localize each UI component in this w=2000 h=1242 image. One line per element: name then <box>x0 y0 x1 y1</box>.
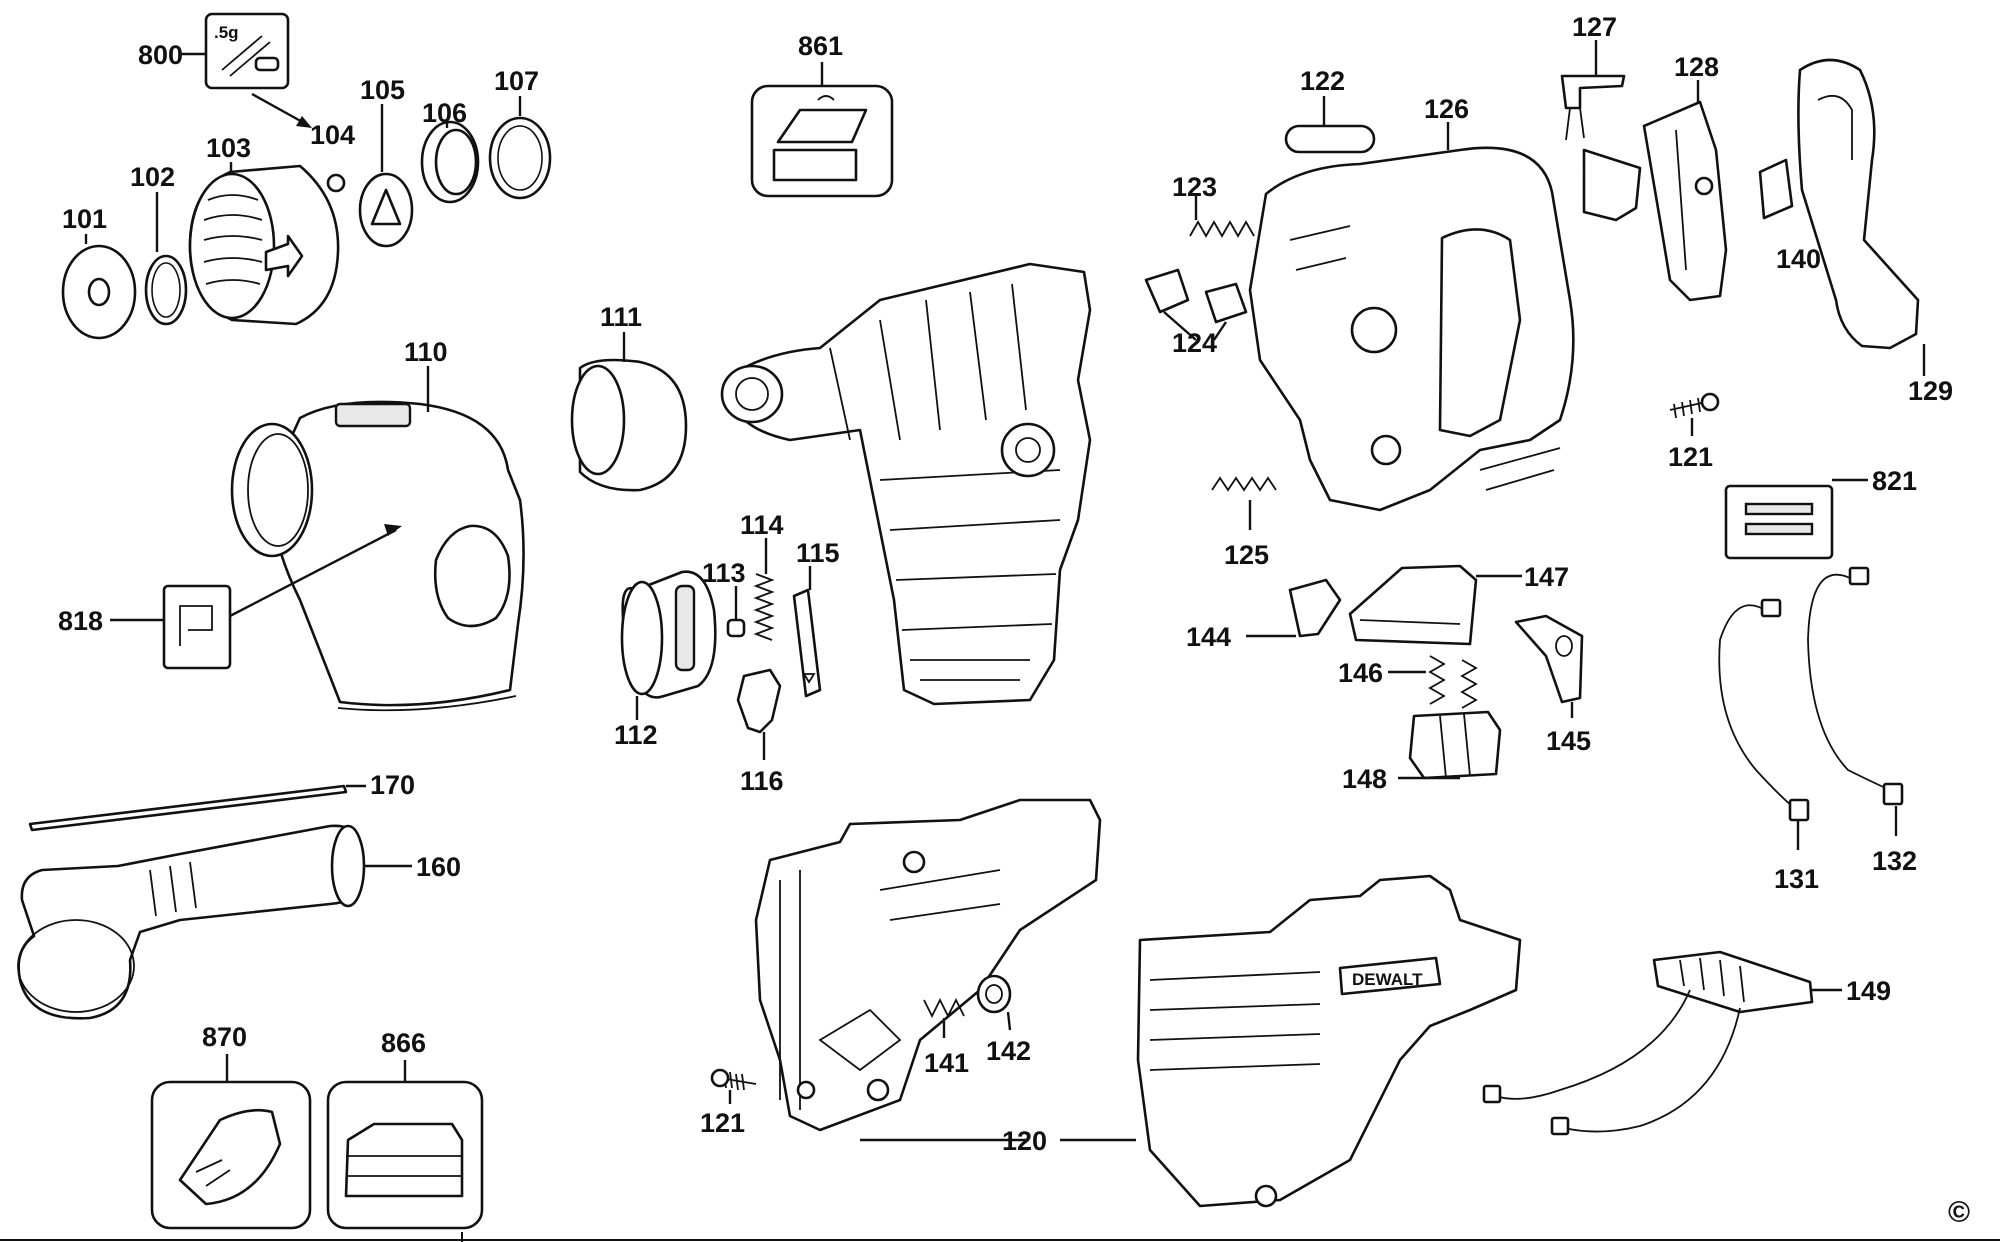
label-124: 124 <box>1172 328 1217 358</box>
part-132-lead-wire: 132 <box>1807 566 1917 876</box>
label-147: 147 <box>1524 562 1569 592</box>
part-131-lead-wire: 131 <box>1718 598 1819 894</box>
label-103: 103 <box>206 133 251 163</box>
part-141-spring: 141 <box>923 997 969 1078</box>
part-170-depth-rod: 170 <box>28 770 415 832</box>
label-110: 110 <box>404 337 448 367</box>
part-148-brushes: 148 <box>1342 710 1502 794</box>
label-140: 140 <box>1776 244 1821 274</box>
label-800: 800 <box>138 40 183 70</box>
part-121-screw-top: 121 <box>1668 392 1720 472</box>
label-113: 113 <box>702 558 746 588</box>
part-821-rating-label: 821 <box>1724 466 1917 560</box>
label-107: 107 <box>494 66 539 96</box>
part-110-front-housing: 110 <box>230 337 525 712</box>
part-126-rear-housing: 126 <box>1248 94 1575 512</box>
label-125: 125 <box>1224 540 1269 570</box>
label-111: 111 <box>600 302 642 332</box>
label-112: 112 <box>614 720 658 750</box>
part-113-pin: 113 <box>702 558 746 638</box>
part-127-bracket: 127 <box>1560 12 1626 141</box>
label-170: 170 <box>370 770 415 800</box>
label-821: 821 <box>1872 466 1917 496</box>
part-121-screw-bottom: 121 <box>700 1068 757 1138</box>
brand-mark: DEWALT <box>1352 970 1423 989</box>
label-106: 106 <box>422 98 467 128</box>
part-120-housing-left <box>754 798 1102 1132</box>
label-866: 866 <box>381 1028 426 1058</box>
part-146-springs: 146 <box>1338 655 1478 709</box>
label-120: 120 <box>1002 1126 1047 1156</box>
label-160: 160 <box>416 852 461 882</box>
part-124-dampers: 124 <box>1144 268 1248 358</box>
part-160-side-handle: 160 <box>17 824 461 1020</box>
part-149-switch-harness: 149 <box>1482 950 1891 1136</box>
part-861-carry-case: 861 <box>750 31 894 198</box>
part-866-battery: 866 <box>326 1028 484 1230</box>
part-800-grease-kit: .5g 800 <box>138 12 312 128</box>
part-122-pad: 122 <box>1284 66 1376 154</box>
label-123: 123 <box>1172 172 1217 202</box>
label-114: 114 <box>740 510 784 540</box>
part-105-guide: 105 <box>358 75 414 248</box>
part-107-washer: 107 <box>488 66 552 200</box>
label-group-120: 120 <box>860 1126 1136 1156</box>
label-800-note: .5g <box>214 23 239 42</box>
label-132: 132 <box>1872 846 1917 876</box>
label-818: 818 <box>58 606 103 636</box>
label-121-top: 121 <box>1668 442 1713 472</box>
label-861: 861 <box>798 31 843 61</box>
label-122: 122 <box>1300 66 1345 96</box>
part-102-ring: 102 <box>130 162 188 326</box>
part-144-brush-lever: 144 <box>1186 578 1342 652</box>
part-123-spring: 123 <box>1172 172 1255 238</box>
part-145-brush-lever: 145 <box>1514 614 1591 756</box>
part-111-selector-ring: 111 <box>570 302 688 492</box>
label-148: 148 <box>1342 764 1387 794</box>
part-125-spring: 125 <box>1211 476 1277 570</box>
label-128: 128 <box>1674 52 1719 82</box>
label-142: 142 <box>986 1036 1031 1066</box>
part-106-sleeve-ring: 106 <box>420 98 480 204</box>
part-103-chuck-sleeve: 103 <box>188 133 340 326</box>
label-141: 141 <box>924 1048 969 1078</box>
part-818-warning-label: 818 <box>58 524 402 670</box>
label-129: 129 <box>1908 376 1953 406</box>
part-142-bushing: 142 <box>976 974 1031 1066</box>
label-144: 144 <box>1186 622 1231 652</box>
part-128-switch: 128 <box>1582 52 1728 302</box>
label-115: 115 <box>796 538 840 568</box>
label-116: 116 <box>740 766 784 796</box>
label-105: 105 <box>360 75 405 105</box>
part-115-slide-button: 115 <box>792 538 840 698</box>
part-116-latch: 116 <box>736 668 784 796</box>
part-147-brush-cover: 147 <box>1348 562 1569 646</box>
label-102: 102 <box>130 162 175 192</box>
part-120-housing-right: DEWALT <box>1136 874 1522 1208</box>
label-146: 146 <box>1338 658 1383 688</box>
label-126: 126 <box>1424 94 1469 124</box>
part-112-selector-knob: 112 <box>614 570 717 750</box>
label-127: 127 <box>1572 12 1617 42</box>
copyright-symbol: © <box>1948 1196 1970 1229</box>
part-140-capacitor: 140 <box>1758 158 1821 274</box>
label-149: 149 <box>1846 976 1891 1006</box>
label-104: 104 <box>310 120 355 150</box>
label-101: 101 <box>62 204 107 234</box>
label-145: 145 <box>1546 726 1591 756</box>
label-131: 131 <box>1774 864 1819 894</box>
motor-gearbox-assembly <box>720 262 1092 706</box>
label-870: 870 <box>202 1022 247 1052</box>
part-870-charger: 870 <box>150 1022 312 1230</box>
label-121-bottom: 121 <box>700 1108 745 1138</box>
part-114-spring: 114 <box>740 510 784 641</box>
part-101-nose-cap: 101 <box>61 204 137 340</box>
part-104-ball: 104 <box>310 120 355 193</box>
part-129-handle-cover: 129 <box>1797 58 1953 406</box>
